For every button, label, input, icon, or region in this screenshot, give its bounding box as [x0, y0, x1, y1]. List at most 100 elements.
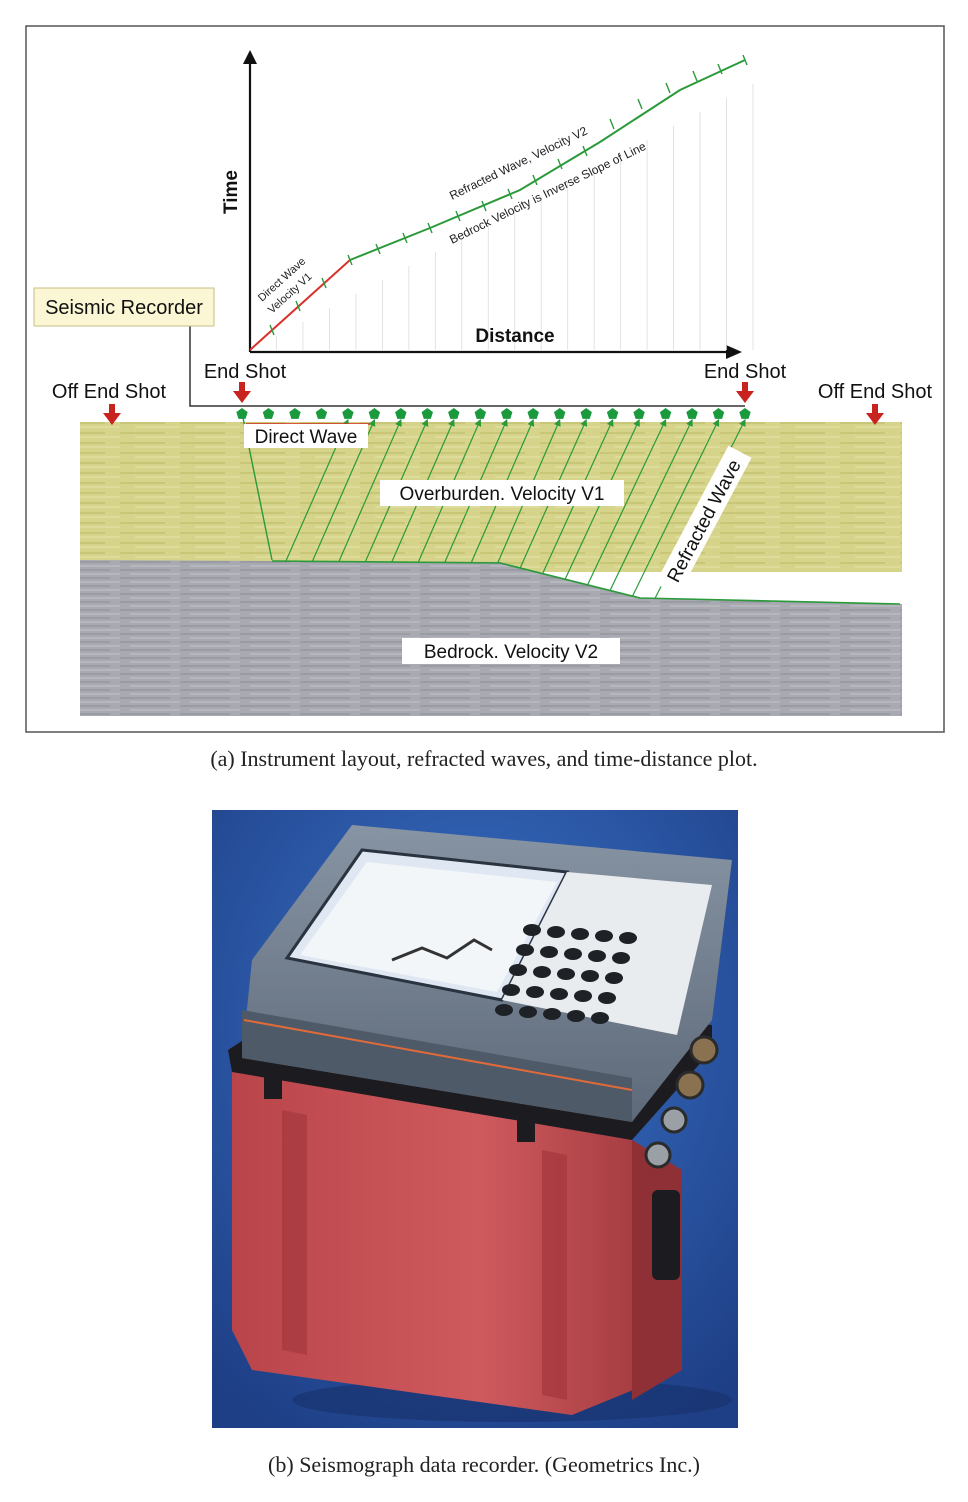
pick-mark: [427, 222, 433, 234]
pick-mark: [295, 300, 301, 312]
latch-left: [264, 1065, 282, 1099]
geophone: [633, 408, 645, 419]
connector-3: [660, 1106, 688, 1134]
geophone: [501, 408, 513, 419]
pick-mark: [321, 277, 327, 289]
keypad-key: [612, 952, 630, 964]
keypad-key: [571, 928, 589, 940]
geophone: [421, 408, 433, 419]
pick-mark: [455, 210, 461, 222]
pick-mark: [507, 188, 513, 200]
end-shot-right-label: End Shot: [704, 361, 787, 383]
pick-mark: [402, 232, 408, 244]
keypad-key: [547, 926, 565, 938]
keypad-key: [533, 966, 551, 978]
curve-pick-marks: [269, 54, 748, 336]
geophone: [342, 408, 354, 419]
caption-a: (a) Instrument layout, refracted waves, …: [210, 746, 758, 771]
keypad-key: [598, 992, 616, 1004]
geophone: [474, 408, 486, 419]
off-end-shot-left-label: Off End Shot: [52, 381, 167, 403]
refracted-ray: [338, 418, 402, 562]
keypad-keys: [495, 924, 637, 1024]
seismograph-photo: [212, 810, 738, 1428]
case-rib-right: [542, 1150, 567, 1400]
time-axis-label: Time: [221, 170, 242, 214]
refracted-ray: [587, 418, 667, 586]
figure-frame: [25, 25, 945, 733]
case-body: [232, 1060, 682, 1415]
pick-mark: [582, 145, 588, 157]
geophone: [289, 408, 301, 419]
end-shot-left-label: End Shot: [204, 361, 287, 383]
case-handle: [652, 1190, 680, 1280]
keypad-key: [591, 1012, 609, 1024]
connector-2: [675, 1070, 705, 1100]
pick-mark: [692, 70, 698, 82]
off-end-shot-right-label: Off End Shot: [818, 381, 933, 403]
geophone: [659, 408, 672, 419]
shot-arrow-right-offend: [866, 404, 884, 425]
pick-mark: [375, 243, 381, 255]
keypad-key: [595, 930, 613, 942]
keypad-key: [495, 1004, 513, 1016]
seismic-recorder-box: [33, 287, 215, 327]
shot-arrow-left-end: [233, 382, 251, 403]
pick-mark: [269, 324, 275, 336]
pick-mark: [481, 200, 487, 212]
direct-wave-label: Direct Wave: [255, 427, 358, 448]
latch-right: [517, 1108, 535, 1142]
geophone: [315, 408, 328, 419]
screen-window: [300, 862, 557, 992]
pick-mark: [742, 54, 748, 66]
case-rib-left: [282, 1110, 307, 1355]
geophone: [686, 408, 698, 419]
keypad-key: [516, 944, 534, 956]
overburden-label: Overburden. Velocity V1: [400, 484, 605, 505]
refracted-ray: [631, 418, 720, 597]
pick-mark: [609, 118, 615, 130]
keypad-key: [619, 932, 637, 944]
geophone: [739, 408, 751, 419]
keypad-key: [605, 972, 623, 984]
connector-4: [644, 1141, 672, 1169]
pick-mark: [637, 98, 643, 110]
geophone-array: [236, 408, 751, 419]
direct-wave-curve: [249, 259, 351, 351]
lid-orange-stripe: [243, 1019, 633, 1091]
distance-axis-arrowhead: [726, 345, 742, 359]
refracted-wave-label-bg: [655, 445, 752, 596]
keypad-key: [550, 988, 568, 1000]
time-axis-arrowhead: [243, 50, 257, 64]
pick-mark: [665, 82, 671, 94]
connector-1: [689, 1035, 719, 1065]
geophone: [527, 408, 539, 419]
keypad-key: [564, 948, 582, 960]
pick-mark: [717, 63, 723, 75]
geophone: [368, 408, 381, 419]
keypad-key: [509, 964, 527, 976]
caption-b: (b) Seismograph data recorder. (Geometri…: [268, 1452, 700, 1477]
recorder-cable: [189, 325, 745, 407]
bedrock-label: Bedrock. Velocity V2: [424, 642, 598, 663]
direct-wave-label-bg: [244, 424, 368, 448]
seismic-recorder-label: Seismic Recorder: [45, 297, 203, 319]
geophone: [395, 408, 407, 419]
pick-mark: [532, 174, 538, 186]
geophone: [262, 408, 275, 419]
shot-arrow-right-end: [736, 382, 754, 403]
keypad-key: [588, 950, 606, 962]
keypad-key: [526, 986, 544, 998]
keypad-key: [567, 1010, 585, 1022]
shot-arrow-left-offend: [103, 404, 121, 425]
keypad-key: [581, 970, 599, 982]
pick-mark: [557, 158, 563, 170]
keypad-key: [540, 946, 558, 958]
distance-axis-label: Distance: [475, 326, 554, 347]
keypad-key: [543, 1008, 561, 1020]
seismic-refraction-diagram: Time Distance Direct Wave Velocity V1 Re…: [25, 25, 945, 733]
refracted-wave-curve: [349, 59, 746, 261]
geophone: [236, 408, 248, 419]
geophone: [712, 408, 725, 419]
keypad-key: [519, 1006, 537, 1018]
